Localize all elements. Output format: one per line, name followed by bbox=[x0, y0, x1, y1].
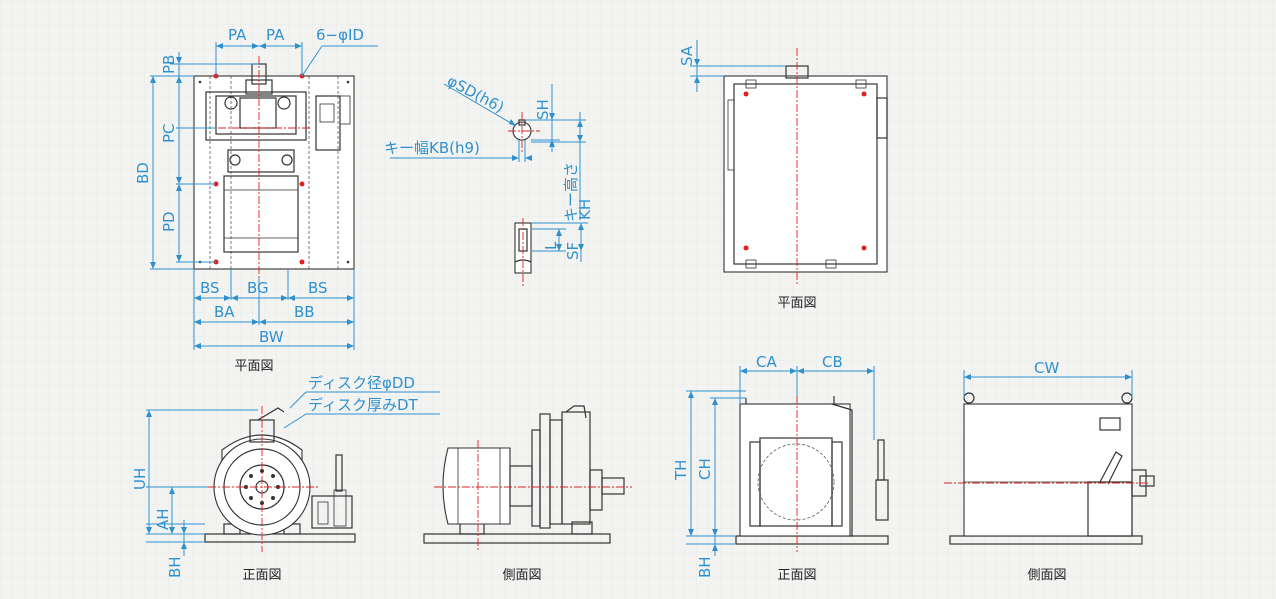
right-front-caption: 正面図 bbox=[777, 568, 816, 583]
ch-label: CH bbox=[696, 458, 714, 480]
left-plan-drawing bbox=[190, 56, 355, 278]
right-side-view: CW 側面図 bbox=[944, 359, 1155, 583]
bh-right-label: BH bbox=[696, 556, 714, 578]
sa-label: SA bbox=[678, 45, 696, 66]
right-side-caption: 側面図 bbox=[1027, 568, 1066, 583]
ba-label: BA bbox=[214, 303, 235, 321]
pa-left-label: PA bbox=[228, 26, 247, 44]
pb-label: PB bbox=[160, 55, 178, 74]
left-front-view: ディスク径φDD ディスク厚みDT UH AH BH 正面図 bbox=[131, 374, 440, 583]
left-side-view: 側面図 bbox=[423, 405, 632, 583]
sh-label: SH bbox=[534, 99, 552, 120]
hole-count-label: 6−φID bbox=[316, 26, 364, 44]
left-plan-view: PA PA 6−φID PB BD PC PD BS BG BS BA BB B… bbox=[134, 26, 378, 374]
bg-label: BG bbox=[247, 279, 269, 297]
bs-left-label: BS bbox=[200, 279, 220, 297]
left-front-caption: 正面図 bbox=[242, 568, 281, 583]
bb-label: BB bbox=[294, 303, 315, 321]
ah-label: AH bbox=[154, 508, 172, 530]
th-label: TH bbox=[672, 460, 690, 481]
left-side-caption: 側面図 bbox=[502, 568, 541, 583]
uh-label: UH bbox=[131, 468, 149, 490]
kh-label: KH bbox=[576, 199, 594, 220]
dt-label: ディスク厚みDT bbox=[308, 396, 419, 414]
cw-label: CW bbox=[1034, 359, 1059, 377]
left-plan-dimensions bbox=[150, 42, 378, 350]
right-plan-caption: 平面図 bbox=[777, 296, 816, 311]
left-plan-caption: 平面図 bbox=[234, 359, 273, 374]
key-height-label: キー高さ bbox=[562, 162, 580, 222]
l-label: L bbox=[542, 241, 560, 250]
bd-label: BD bbox=[134, 162, 152, 184]
dd-label: ディスク径φDD bbox=[308, 374, 415, 392]
bw-label: BW bbox=[259, 328, 284, 346]
pa-right-label: PA bbox=[266, 26, 285, 44]
sf-label: SF bbox=[564, 242, 582, 260]
bh-left-label: BH bbox=[166, 556, 184, 578]
cb-label: CB bbox=[822, 353, 843, 371]
pd-label: PD bbox=[160, 211, 178, 232]
bs-right-label: BS bbox=[308, 279, 328, 297]
pc-label: PC bbox=[160, 123, 178, 143]
ca-label: CA bbox=[756, 353, 777, 371]
shaft-detail: φSD(h6) SH キー幅KB(h9) キー高さ KH L SF bbox=[384, 72, 594, 288]
right-front-view: CA CB TH CH BH 正面図 bbox=[672, 353, 889, 583]
kb-label: キー幅KB(h9) bbox=[384, 139, 480, 157]
right-plan-view: SA 平面図 bbox=[678, 40, 888, 311]
